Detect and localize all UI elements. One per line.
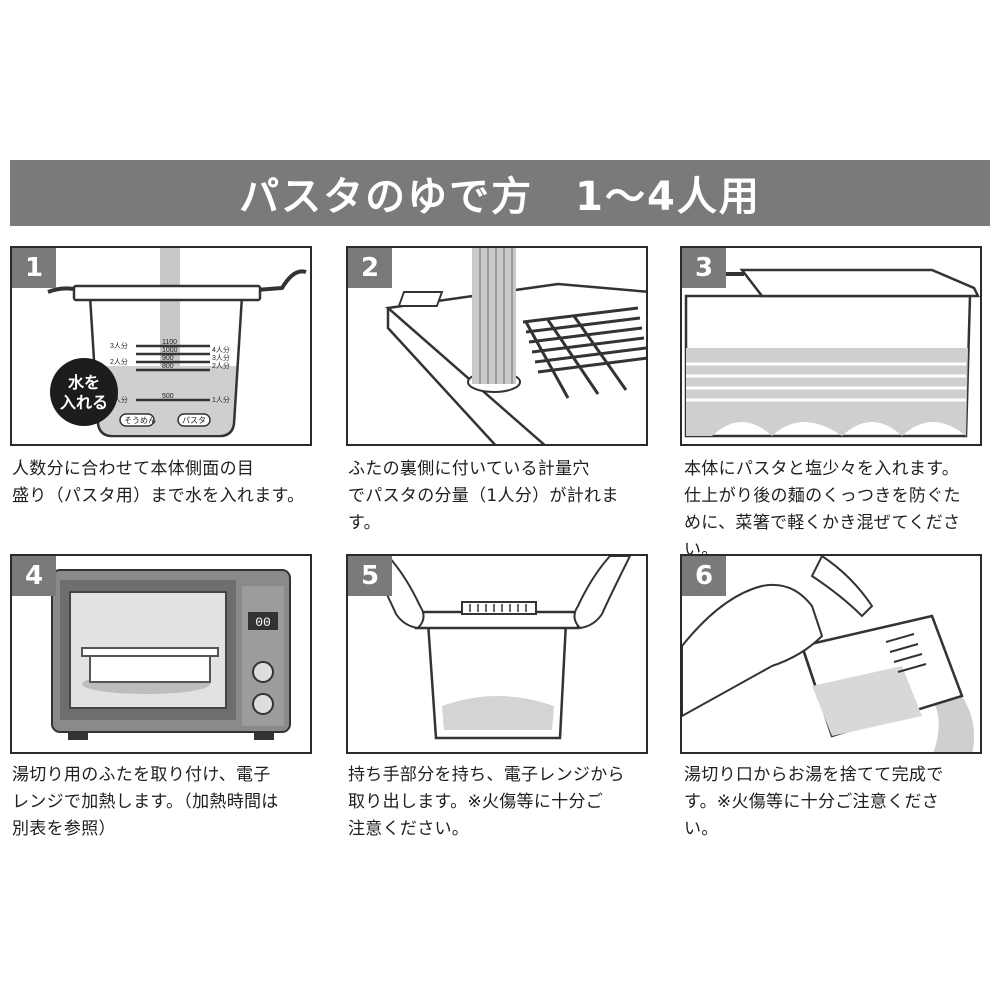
step-6-panel: 6 bbox=[680, 554, 982, 754]
scale-left-label: 2人分 bbox=[110, 357, 128, 366]
title-banner: パスタのゆで方 1～4人用 bbox=[10, 160, 990, 226]
step-1-caption: 人数分に合わせて本体側面の目 盛り（パスタ用）まで水を入れます。 bbox=[12, 459, 305, 506]
step-1-number: 1 bbox=[12, 248, 56, 288]
tag-somen: そうめん bbox=[124, 416, 156, 425]
microwave-display: 00 bbox=[255, 615, 271, 630]
step-5-number: 5 bbox=[348, 556, 392, 596]
step-6-illustration bbox=[682, 556, 974, 752]
badge-line-1: 水を bbox=[68, 373, 100, 392]
step-2-illustration bbox=[385, 248, 646, 444]
step-5-caption: 持ち手部分を持ち、電子レンジから 取り出します。※火傷等に十分ご 注意ください。 bbox=[348, 765, 625, 839]
scale-left-label: 3人分 bbox=[110, 341, 128, 350]
step-6-number: 6 bbox=[682, 556, 726, 596]
scale-right-label: 1人分 bbox=[212, 395, 230, 404]
scale-value-label: 900 bbox=[162, 355, 174, 362]
step-2-caption: ふたの裏側に付いている計量穴 でパスタの分量（1人分）が計れま す。 bbox=[348, 459, 619, 533]
step-4-caption: 湯切り用のふたを取り付け、電子 レンジで加熱します。（加熱時間は 別表を参照） bbox=[12, 765, 279, 839]
step-4-illustration: 00 bbox=[51, 569, 291, 740]
step-3-illustration bbox=[682, 268, 980, 438]
scale-right-label: 2人分 bbox=[212, 361, 230, 370]
step-2-panel: 2 bbox=[346, 246, 648, 446]
step-1-panel: 1 3人分 2人分 1人分 1100 1000 900 800 500 4人 bbox=[10, 246, 312, 446]
tag-pasta: パスタ bbox=[182, 416, 206, 425]
step-3-panel: 3 bbox=[680, 246, 982, 446]
scale-left-label: 1人分 bbox=[110, 395, 128, 404]
scale-value-label: 800 bbox=[162, 363, 174, 370]
step-4-number: 4 bbox=[12, 556, 56, 596]
step-3-caption: 本体にパスタと塩少々を入れます。 仕上がり後の麺のくっつきを防ぐた めに、菜箸で… bbox=[684, 459, 961, 560]
step-6-caption: 湯切り口からお湯を捨てて完成で す。※火傷等に十分ご注意くださ い。 bbox=[684, 765, 944, 839]
scale-value-label: 1000 bbox=[162, 347, 178, 354]
step-4-panel: 4 00 bbox=[10, 554, 312, 754]
step-2-number: 2 bbox=[348, 248, 392, 288]
scale-right-label: 3人分 bbox=[212, 353, 230, 362]
scale-value-label: 500 bbox=[162, 393, 174, 400]
step-5-illustration bbox=[366, 556, 632, 740]
step-5-panel: 5 bbox=[346, 554, 648, 754]
scale-right-label: 4人分 bbox=[212, 345, 230, 354]
page-title: パスタのゆで方 1～4人用 bbox=[239, 174, 761, 220]
badge-line-2: 入れる bbox=[60, 393, 108, 412]
step-3-number: 3 bbox=[682, 248, 726, 288]
step-1-illustration: 3人分 2人分 1人分 1100 1000 900 800 500 4人分 3人… bbox=[47, 248, 307, 438]
scale-value-label: 1100 bbox=[162, 339, 177, 346]
